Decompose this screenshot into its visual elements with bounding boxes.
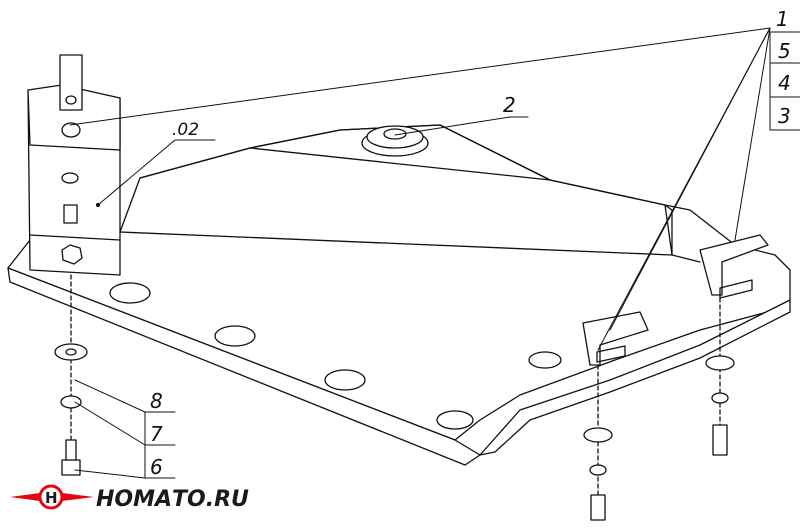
rear-panel-fold-line: [249, 147, 551, 181]
right-spring-washer-a: [589, 464, 607, 476]
left-bracket-top-flap: [27, 84, 121, 151]
callout-3: 3: [778, 104, 791, 128]
left-nut: [61, 244, 83, 265]
left-spring-washer: [60, 395, 82, 409]
drain-plug-hole: [383, 128, 407, 140]
callout-stack-right-frame: [769, 31, 800, 131]
logo-emblem-letter: H: [45, 489, 58, 507]
left-washer-flat-hole: [65, 348, 77, 356]
leader-3: [597, 27, 771, 351]
logo-text: НОМАТО.RU: [96, 487, 249, 512]
left-bracket-bend: [29, 234, 121, 241]
left-washer-flat: [54, 343, 88, 361]
leader-02: [97, 139, 216, 206]
skid-plate-right-lip: [479, 299, 791, 456]
right-washer-a: [583, 427, 613, 443]
callout-5: 5: [778, 39, 791, 63]
callout-7: 7: [150, 422, 163, 446]
callout-1: 1: [776, 7, 789, 31]
right-washer-b: [705, 355, 735, 371]
leader-2: [394, 116, 529, 136]
left-bolt-upper: [63, 204, 78, 224]
right-bracket-a-slot: [596, 345, 626, 363]
callout-8: 8: [150, 389, 163, 413]
left-bracket-tab: [59, 54, 83, 111]
skid-plate-top-face: [7, 124, 791, 441]
plate-diagonal-fold: [119, 231, 673, 256]
leader-4: [734, 27, 771, 241]
front-hole-3: [324, 369, 366, 391]
callout-stack-left-frame: [144, 411, 176, 479]
right-bracket-b-slot: [719, 279, 753, 299]
leader-7: [74, 401, 146, 446]
left-bolt-shank: [65, 439, 77, 461]
right-bolt-b: [712, 424, 728, 456]
right-spring-washer-b: [711, 392, 729, 404]
leader-1: [69, 27, 771, 126]
logo-emblem-icon: [38, 484, 64, 510]
front-hole-5: [528, 351, 562, 369]
callout-4: 4: [778, 71, 791, 95]
left-bracket-slot: [61, 122, 81, 138]
left-bracket-tab-hole: [65, 95, 77, 105]
left-bolt-head: [61, 459, 81, 476]
left-washer-upper: [61, 172, 79, 184]
front-hole-4: [436, 410, 474, 430]
right-bracket-b: [699, 234, 769, 296]
skid-plate-front-lip: [7, 267, 481, 466]
right-edge-step: [664, 204, 701, 263]
front-hole-2: [214, 325, 256, 347]
callout-02: .02: [172, 120, 199, 140]
front-hole-1: [109, 282, 151, 304]
callout-2: 2: [503, 93, 516, 117]
right-bolt-a: [590, 494, 606, 521]
drain-plug-ring: [366, 125, 424, 149]
callout-6: 6: [150, 455, 163, 479]
homato-logo: H НОМАТО.RU: [10, 484, 249, 512]
